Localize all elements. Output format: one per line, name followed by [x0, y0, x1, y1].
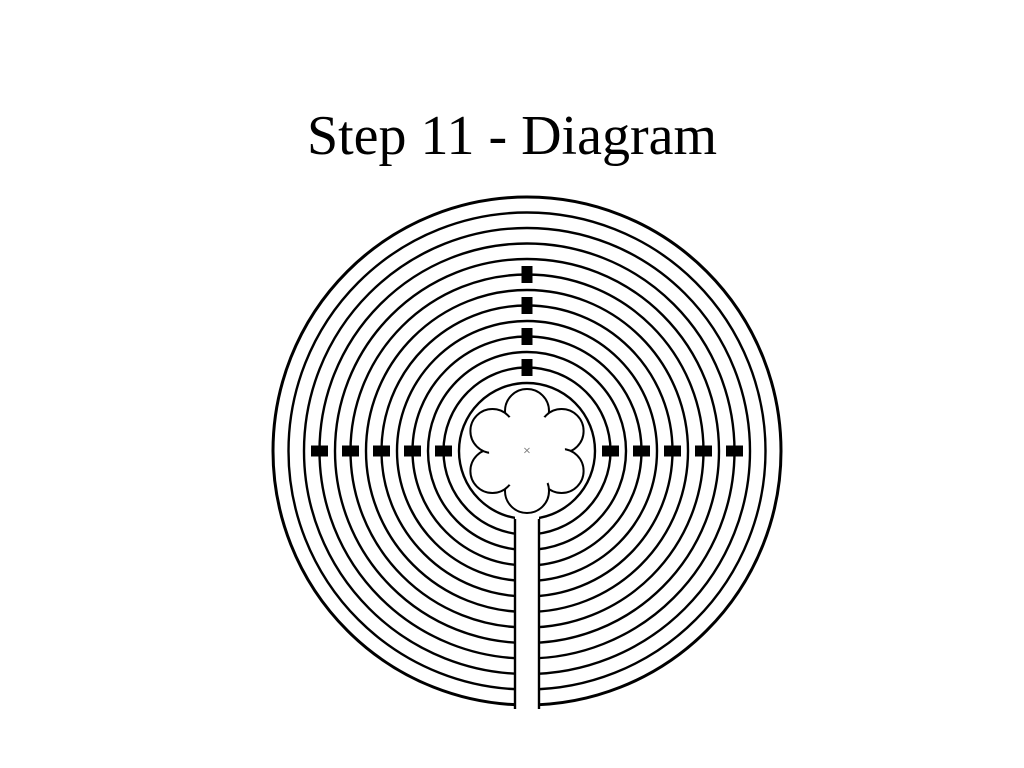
turn-top-0	[521, 359, 533, 376]
turn-top-2	[521, 297, 533, 314]
center-marker: ×	[523, 446, 531, 457]
turn-left-3	[342, 445, 359, 457]
turn-top-1	[521, 328, 533, 345]
labyrinth-diagram: ×	[262, 186, 792, 716]
turn-right-2	[664, 445, 681, 457]
rosette-core	[489, 413, 565, 489]
turn-right-0	[602, 445, 619, 457]
turn-left-0	[435, 445, 452, 457]
turn-right-3	[695, 445, 712, 457]
turn-top-3	[521, 266, 533, 283]
labyrinth-walls	[271, 195, 783, 713]
turn-left-2	[373, 445, 390, 457]
center-rosette	[461, 385, 593, 517]
turn-right-4	[726, 445, 743, 457]
turn-right-1	[633, 445, 650, 457]
entrance-path	[515, 515, 539, 713]
turn-left-1	[404, 445, 421, 457]
labyrinth-svg: ×	[271, 195, 783, 713]
slide-title: Step 11 - Diagram	[306, 105, 718, 167]
turn-left-4	[311, 445, 328, 457]
